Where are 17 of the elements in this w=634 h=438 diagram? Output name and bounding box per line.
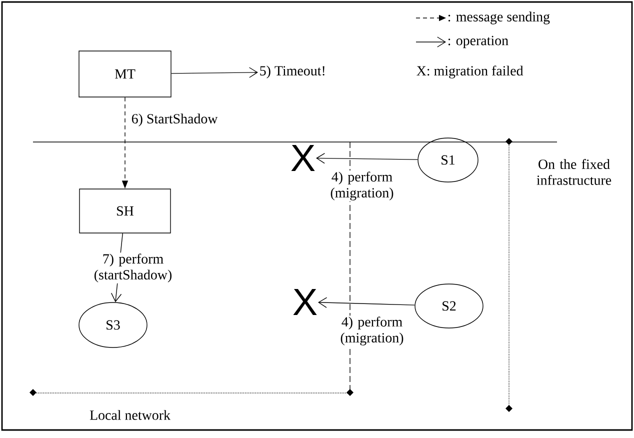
area-label: On the fixed infrastructure (536, 159, 612, 185)
failure-mark: X (291, 144, 315, 172)
edge-label: 7) perform (startShadow) (87, 252, 179, 284)
failure-mark: X (293, 288, 317, 316)
legend-text: X: migration failed (416, 66, 524, 78)
process-box: SH (79, 188, 171, 234)
process-box: MT (78, 50, 172, 98)
edge-label: 4) perform (migration) (321, 170, 403, 202)
arrow (318, 297, 416, 308)
area-label: Local network (90, 410, 170, 420)
arrow (171, 67, 258, 78)
legend-text: : operation (448, 36, 508, 48)
legend-text: : message sending (448, 12, 550, 24)
edge-label: 4) perform (migration) (331, 316, 413, 346)
arrow (316, 152, 418, 164)
event-text: 5) Timeout! (260, 66, 324, 78)
edge-label: 6) StartShadow (130, 112, 219, 128)
